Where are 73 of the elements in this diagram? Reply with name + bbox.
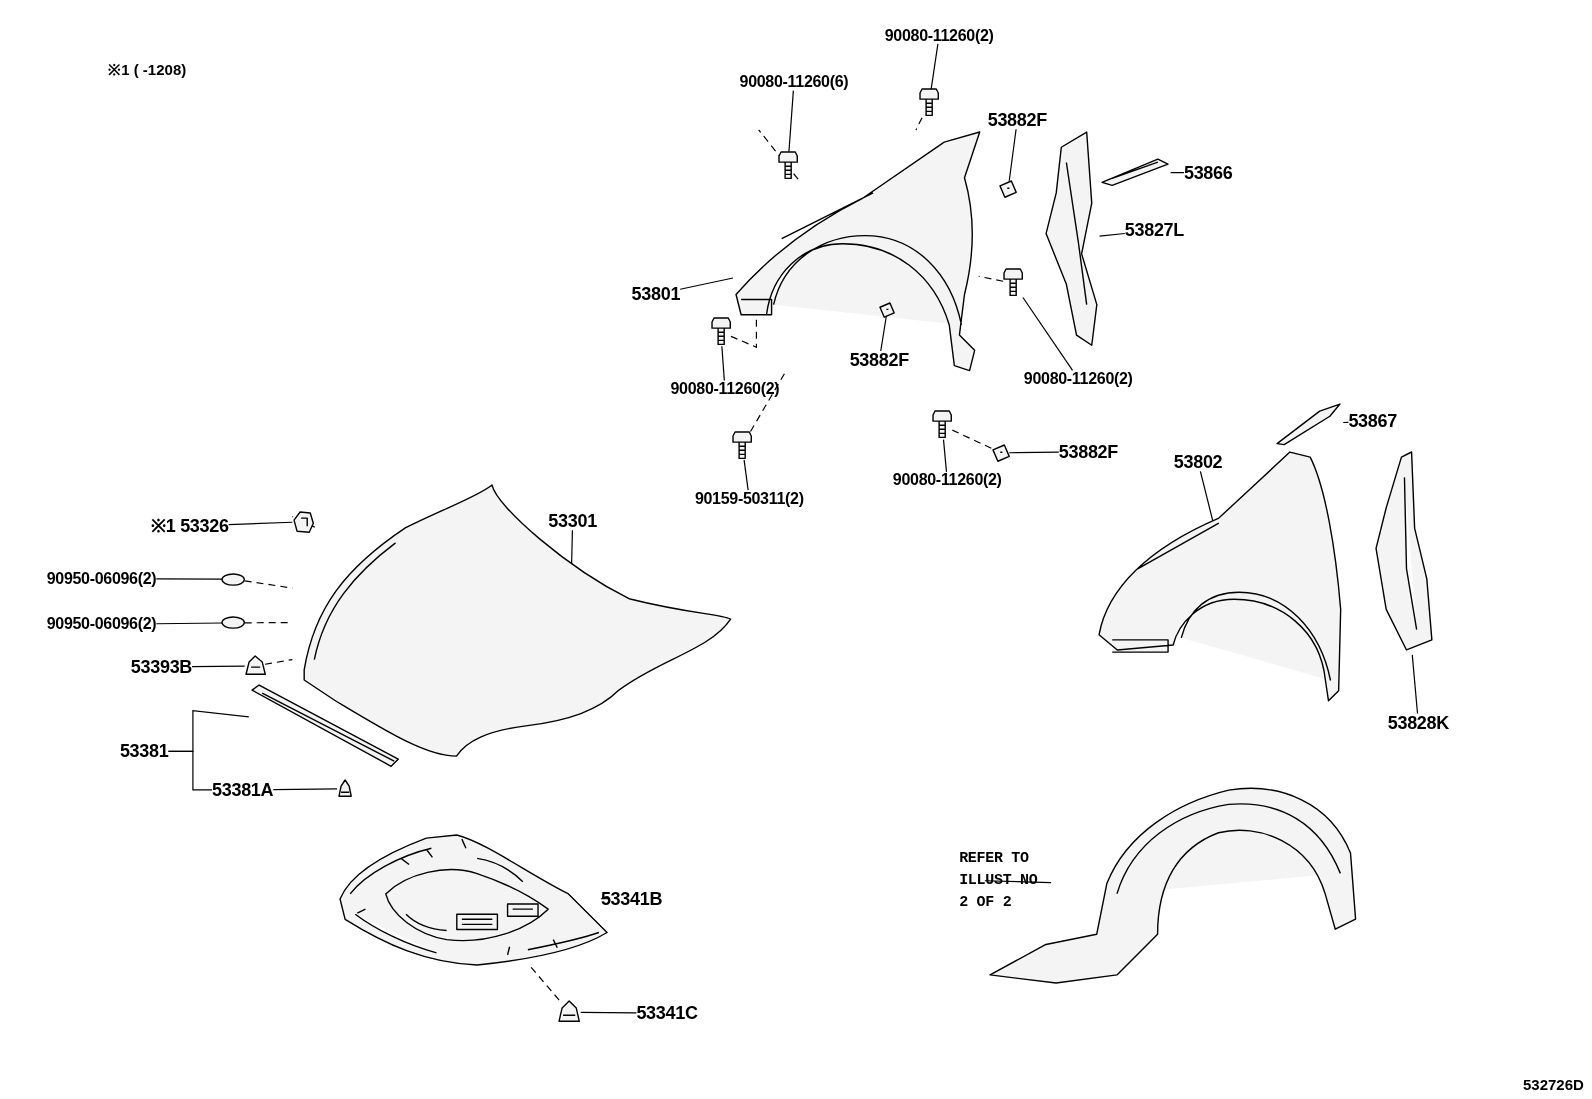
seal-strip-drawing bbox=[248, 682, 402, 769]
leader-line bbox=[571, 529, 573, 566]
part-number: 90080-11260(2) bbox=[884, 27, 994, 44]
bracket-drawing bbox=[292, 510, 315, 533]
part-number: 53802 bbox=[1173, 452, 1223, 472]
screw-drawing bbox=[732, 431, 753, 460]
leader-line bbox=[228, 521, 293, 526]
installation-line bbox=[951, 429, 994, 450]
part-number: 53341C bbox=[636, 1003, 698, 1023]
installation-line bbox=[529, 965, 560, 1001]
part-number: 53867 bbox=[1348, 411, 1397, 431]
fender-drawing bbox=[733, 129, 979, 374]
molding-strip-drawing bbox=[1274, 401, 1344, 447]
part-number: 90950-06096(2) bbox=[46, 616, 157, 633]
bolt-drawing bbox=[918, 89, 940, 118]
leader-line bbox=[930, 43, 939, 90]
clip-nut-drawing bbox=[992, 444, 1010, 461]
part-number: 90950-06096(2) bbox=[46, 570, 157, 588]
part-number: 53341B bbox=[600, 889, 663, 908]
part-number: 90159-50311(2) bbox=[694, 490, 804, 507]
leader-line bbox=[880, 316, 887, 352]
part-number: 90080-11260(2) bbox=[670, 380, 780, 398]
leader-line bbox=[1411, 654, 1419, 715]
leader-line bbox=[984, 880, 1052, 884]
leader-line bbox=[1008, 128, 1017, 182]
leader-line bbox=[167, 750, 213, 791]
clip-nut-drawing bbox=[1000, 180, 1017, 197]
leader-line bbox=[679, 277, 734, 290]
leader-line bbox=[1098, 232, 1126, 237]
clip-drawing bbox=[337, 779, 354, 798]
leader-line bbox=[272, 788, 338, 791]
note-text: ※1 ( -1208) bbox=[108, 60, 187, 80]
part-number: 53801 bbox=[631, 285, 681, 304]
clip-drawing bbox=[558, 1000, 581, 1025]
installation-line bbox=[291, 515, 316, 528]
part-number: ※1 53326 bbox=[151, 516, 229, 536]
part-number: 53882F bbox=[1058, 442, 1119, 462]
molding-strip-drawing bbox=[1099, 157, 1171, 188]
part-number: 53866 bbox=[1183, 163, 1233, 183]
leader-line bbox=[788, 90, 794, 153]
part-number: 53301 bbox=[548, 511, 597, 531]
installation-line bbox=[264, 658, 293, 665]
part-number: 53381 bbox=[119, 741, 169, 761]
part-number: 53827L bbox=[1124, 221, 1184, 240]
part-number: 53882F bbox=[849, 351, 909, 370]
leader-line bbox=[1022, 296, 1074, 371]
leader-line bbox=[743, 459, 749, 491]
leader-line bbox=[721, 345, 725, 382]
installation-line bbox=[978, 275, 1004, 282]
part-number: 90080-11260(6) bbox=[739, 73, 849, 91]
leader-line bbox=[1342, 421, 1349, 424]
leader-line bbox=[1008, 451, 1060, 454]
bolt-drawing bbox=[1003, 269, 1024, 298]
washer-drawing bbox=[222, 573, 245, 585]
part-number: 90080-11260(2) bbox=[1023, 370, 1133, 388]
bolt-drawing bbox=[932, 411, 953, 440]
leader-line bbox=[942, 439, 948, 473]
part-number: 53828K bbox=[1387, 713, 1449, 733]
part-number: 53381A bbox=[212, 780, 274, 800]
cushion-drawing bbox=[244, 655, 265, 677]
leader-line bbox=[191, 665, 246, 668]
leader-line bbox=[155, 622, 223, 625]
part-number: 53393B bbox=[130, 657, 193, 677]
leader-line bbox=[155, 578, 223, 580]
part-number: 53882F bbox=[987, 110, 1047, 130]
washer-drawing bbox=[222, 617, 245, 629]
installation-line bbox=[915, 117, 923, 131]
part-number: 90080-11260(2) bbox=[892, 471, 1002, 489]
leader-line bbox=[580, 1011, 637, 1014]
illustration-number: 532726D bbox=[1522, 1075, 1584, 1093]
leader-line bbox=[1170, 172, 1185, 174]
installation-line bbox=[749, 373, 786, 433]
bolt-drawing bbox=[710, 317, 731, 347]
